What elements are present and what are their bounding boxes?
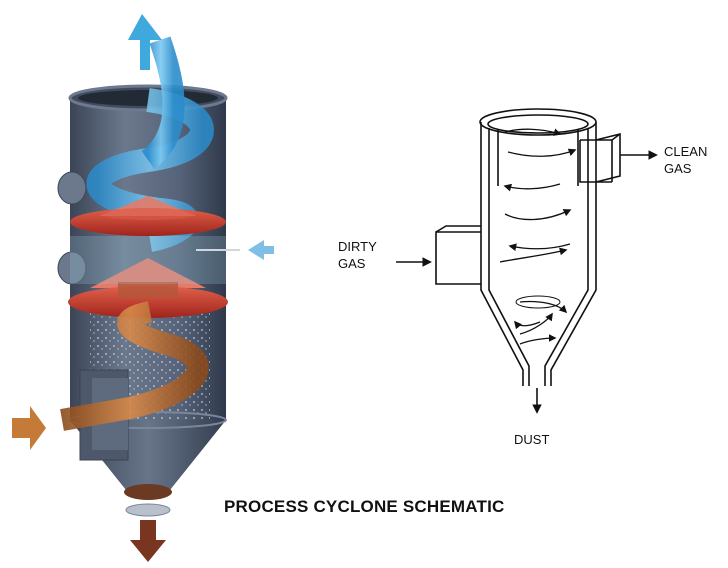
side-inlet-arrow <box>248 240 274 260</box>
cyclone-schematic <box>396 108 658 414</box>
clean-gas-outlet-box <box>579 132 621 183</box>
dust-collector-bowl <box>124 484 172 500</box>
diagram-title: PROCESS CYCLONE SCHEMATIC <box>224 497 505 516</box>
label-dirty-gas: GAS <box>338 256 366 271</box>
dirty-gas-inlet-arrow <box>12 406 46 450</box>
schematic-outer-wall <box>480 122 597 386</box>
label-clean-gas: GAS <box>664 161 692 176</box>
label-clean: CLEAN <box>664 144 707 159</box>
side-port-upper <box>57 171 87 205</box>
clean-gas-outlet-arrow <box>128 14 162 70</box>
cyclone-3d-illustration <box>12 14 274 562</box>
side-port-lower <box>57 251 87 285</box>
label-dust: DUST <box>514 432 549 447</box>
label-dirty: DIRTY <box>338 239 377 254</box>
dirty-gas-swirl <box>60 301 209 431</box>
dust-outlet-arrow <box>130 520 166 562</box>
swirl-arrow <box>504 128 562 136</box>
schematic-top <box>479 108 597 136</box>
dirty-gas-inlet-box <box>435 225 481 285</box>
